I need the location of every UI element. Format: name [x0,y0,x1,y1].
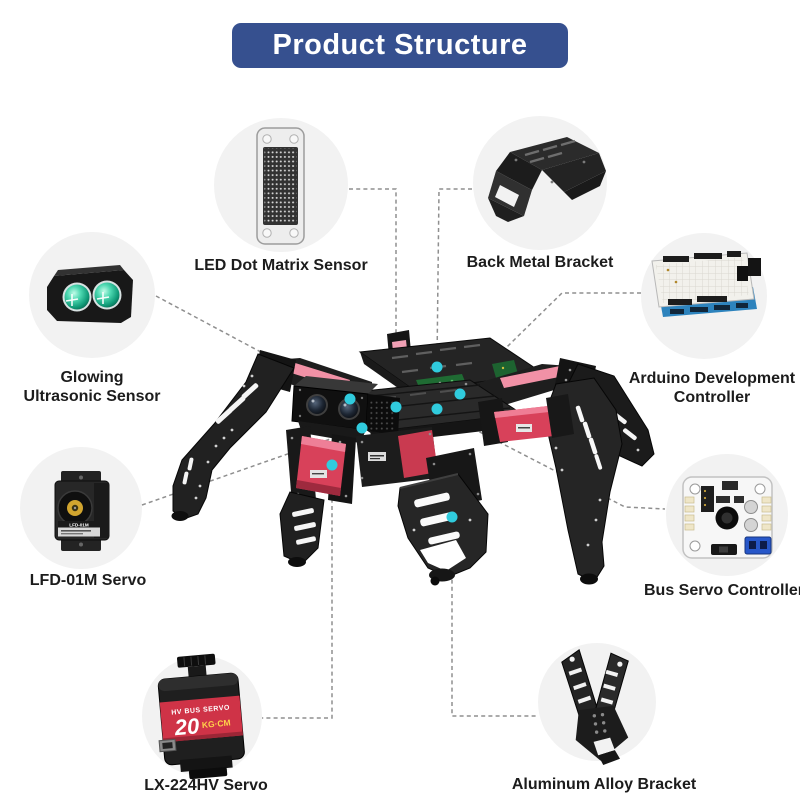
led-dot-matrix-icon [256,127,305,245]
connection-dot-lx-servo [326,459,338,471]
component-label-back-metal-bracket: Back Metal Bracket [466,254,614,271]
arduino-board-icon [651,251,761,317]
back-metal-bracket-icon [488,137,606,222]
lx-servo-band-value: 20 [173,713,201,740]
lfd-servo-marking: LFD-01M [69,522,89,527]
aluminum-bracket-icon [561,649,629,766]
connection-dot-back-metal-bracket [431,361,443,373]
connection-dot-aluminum-bracket [446,511,458,523]
connection-dot-lfd-servo [356,422,368,434]
connector-led-dot-matrix [349,188,397,400]
component-label-lfd-servo: LFD-01M Servo [29,572,147,589]
connector-back-metal-bracket [436,188,472,363]
component-label-aluminum-bracket: Aluminum Alloy Bracket [511,776,697,793]
page-title: Product Structure [272,29,528,61]
component-label-bus-controller: Bus Servo Controller [643,582,800,599]
component-label-arduino: Arduino Development Controller [628,370,796,406]
bus-servo-controller-icon [682,476,773,559]
connection-dot-ultrasonic [344,393,356,405]
connection-dots [326,361,466,523]
lx-servo-icon: HV BUS SERVO 20 KG·CM [157,653,245,780]
robot-illustration [171,330,655,586]
connector-bus-controller [440,411,666,510]
lfd-servo-icon: LFD-01M [54,471,110,551]
component-label-ultrasonic: Glowing Ultrasonic Sensor [23,369,161,405]
page-title-banner: Product Structure [232,23,568,68]
connector-lx-servo [262,470,333,719]
glowing-ultrasonic-sensor-icon [47,265,133,323]
connection-dot-led-dot-matrix [390,401,402,413]
lx-servo-band-unit: KG·CM [201,717,231,729]
connection-dot-arduino [454,388,466,400]
connection-dot-bus-controller [431,403,443,415]
component-label-lx-servo: LX-224HV Servo [144,777,268,794]
component-label-led-dot-matrix: LED Dot Matrix Sensor [194,257,368,274]
